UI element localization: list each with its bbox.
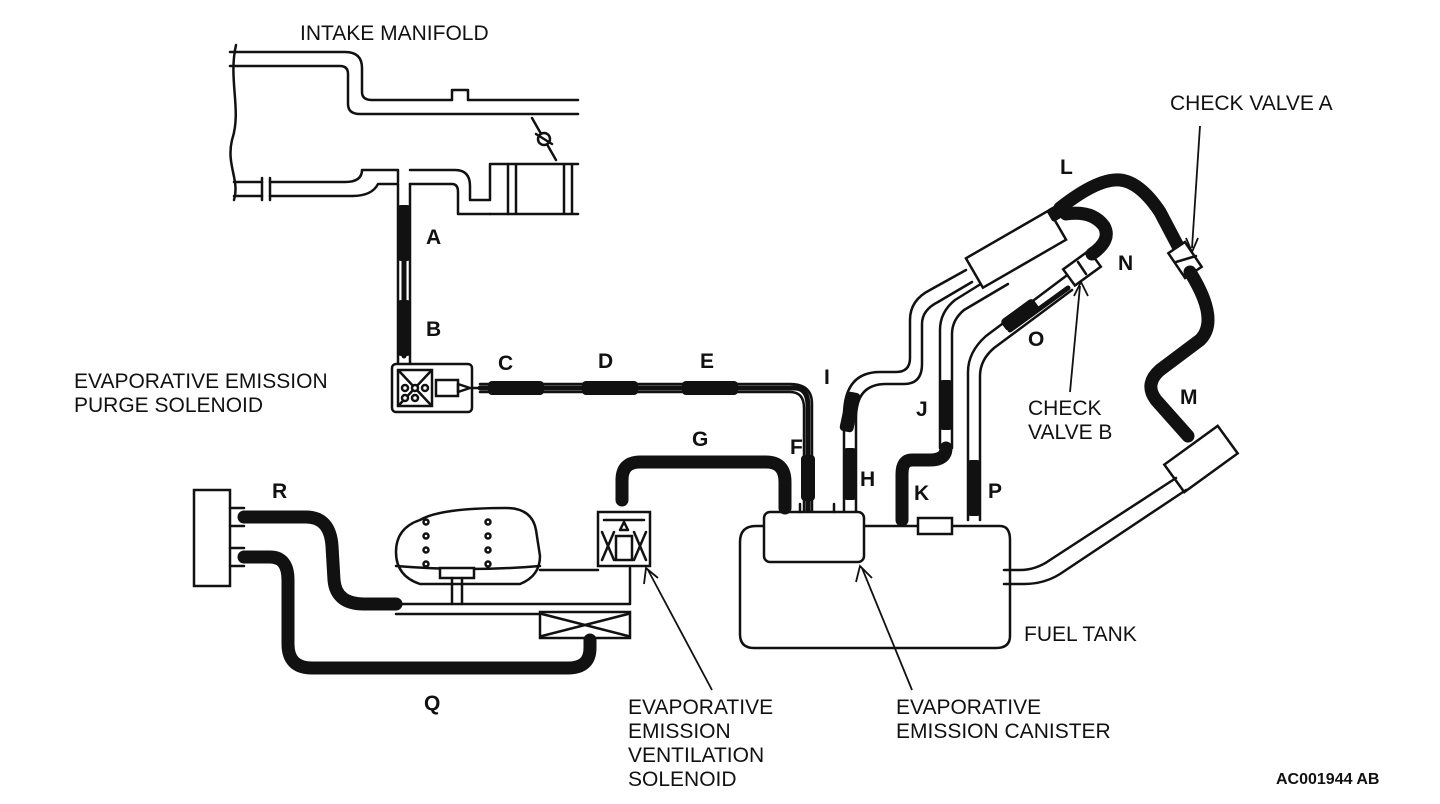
purge-solenoid bbox=[390, 362, 482, 414]
hose-label-l: L bbox=[1060, 156, 1073, 179]
hose-label-o: O bbox=[1028, 328, 1044, 351]
hose-label-e: E bbox=[700, 350, 714, 373]
hose-label-a: A bbox=[426, 226, 441, 249]
check-valve-b-label-1: CHECK bbox=[1028, 397, 1102, 420]
figure-code: AC001944 AB bbox=[1276, 771, 1379, 788]
hose-j-k bbox=[895, 270, 1010, 527]
check-valve-a-label: CHECK VALVE A bbox=[1170, 92, 1333, 115]
hose-g bbox=[615, 455, 792, 515]
fuel-tank-label: FUEL TANK bbox=[1024, 623, 1137, 646]
canister-label-2: EMISSION CANISTER bbox=[896, 720, 1111, 743]
hose-label-d: D bbox=[598, 350, 613, 373]
ventilation-solenoid-label-4: SOLENOID bbox=[628, 768, 737, 791]
hose-label-c: C bbox=[498, 352, 513, 375]
fuel-tank bbox=[738, 502, 1012, 650]
intake-manifold bbox=[228, 43, 580, 216]
hose-label-f: F bbox=[790, 436, 803, 459]
filler-neck bbox=[1002, 424, 1240, 586]
hose-l-m bbox=[1053, 173, 1215, 443]
canister-assembly bbox=[394, 506, 632, 654]
hose-label-r: R bbox=[272, 480, 287, 503]
ventilation-solenoid bbox=[596, 510, 652, 568]
purge-solenoid-label-1: EVAPORATIVE EMISSION bbox=[74, 370, 328, 393]
air-filter-box bbox=[192, 488, 246, 588]
intake-manifold-label: INTAKE MANIFOLD bbox=[300, 22, 489, 45]
hose-q bbox=[237, 550, 597, 675]
hose-label-g: G bbox=[692, 428, 708, 451]
hose-r bbox=[237, 510, 403, 611]
hose-c-d-e-f bbox=[477, 381, 815, 515]
hose-label-h: H bbox=[860, 468, 875, 491]
hose-label-b: B bbox=[426, 318, 441, 341]
hose-label-n: N bbox=[1118, 252, 1133, 275]
check-valve-b-label-2: VALVE B bbox=[1028, 421, 1112, 444]
hose-label-m: M bbox=[1180, 386, 1198, 409]
hose-label-i: I bbox=[824, 366, 830, 389]
leader-lines bbox=[643, 125, 1201, 691]
hose-o-p bbox=[966, 206, 1113, 522]
hose-label-j: J bbox=[916, 398, 928, 421]
hose-label-k: K bbox=[914, 482, 929, 505]
hose-i-h bbox=[839, 268, 974, 514]
hose-a-b bbox=[396, 182, 412, 366]
canister-label-1: EVAPORATIVE bbox=[896, 696, 1041, 719]
ventilation-solenoid-label-1: EVAPORATIVE bbox=[628, 696, 773, 719]
purge-solenoid-label-2: PURGE SOLENOID bbox=[74, 394, 263, 417]
hose-label-p: P bbox=[988, 480, 1002, 503]
ventilation-solenoid-label-2: EMISSION bbox=[628, 720, 731, 743]
hose-label-q: Q bbox=[424, 692, 440, 715]
ventilation-solenoid-label-3: VENTILATION bbox=[628, 744, 764, 767]
